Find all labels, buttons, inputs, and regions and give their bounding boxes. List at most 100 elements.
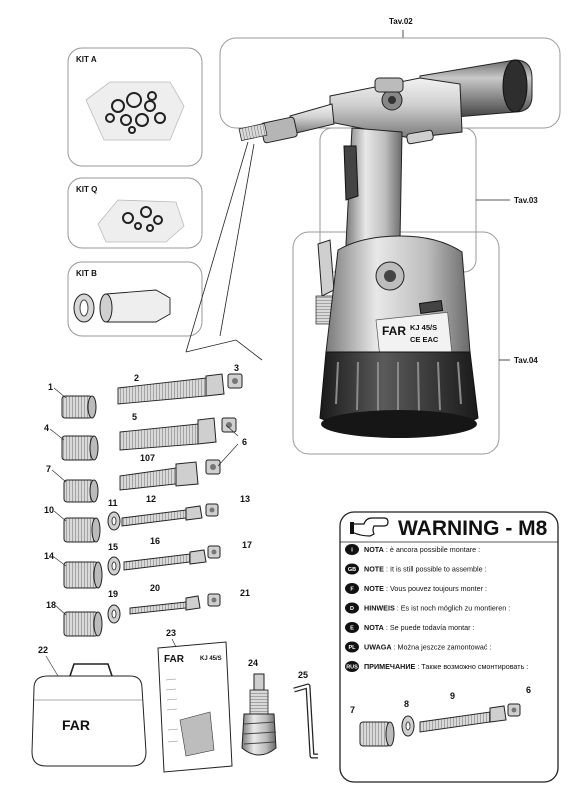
- nut-21: [207, 593, 221, 607]
- parts-grid: FAR FAR KJ 45/S: [31, 373, 318, 773]
- warning-row-text: NOTE: Vous pouvez toujours monter :: [364, 584, 487, 593]
- nut-6a: [221, 417, 237, 433]
- warning-row: RUS ПРИМЕЧАНИЕ: Также возможно смонтирова…: [345, 661, 528, 672]
- spindle-5: [119, 417, 217, 451]
- nut-6b: [205, 459, 221, 475]
- instruction-manual: FAR KJ 45/S: [157, 641, 233, 773]
- warning-part-8: 8: [404, 699, 409, 709]
- part-number-14: 14: [44, 551, 54, 561]
- kit-a-box: KIT A: [67, 47, 203, 167]
- warning-assembly-illustration: [359, 703, 521, 747]
- spindle-16: [123, 549, 207, 571]
- part-number-15: 15: [108, 542, 118, 552]
- language-badge-icon: [345, 544, 359, 555]
- part-number-20: 20: [150, 583, 160, 593]
- warning-row-label: NOTE: [364, 584, 384, 593]
- nosepiece-1: [61, 395, 97, 419]
- tav04-label: Tav.04: [514, 356, 538, 365]
- warning-part-9: 9: [450, 691, 455, 701]
- warning-row-text: NOTA: è ancora possibile montare :: [364, 545, 480, 554]
- nosepiece-4: [61, 435, 99, 461]
- spindle-2: [117, 373, 225, 405]
- language-badge: F: [350, 587, 354, 593]
- part-number-labels: 1 2 3 4 5 6 7 107 10 11 12 13 14 15 16 1…: [38, 363, 308, 680]
- kit-q-box: KIT Q: [67, 177, 203, 249]
- warning-row-message: : It is still possible to assemble :: [386, 565, 487, 574]
- tool-model-label: KJ 45/S: [410, 323, 437, 332]
- warning-row-label: UWAGA: [364, 643, 392, 652]
- warning-row-text: UWAGA: Można jeszcze zamontować :: [364, 643, 491, 652]
- language-badge: PL: [348, 645, 356, 651]
- riveting-tool: FAR KJ 45/S CE EAC: [238, 59, 533, 438]
- language-badge-icon: [345, 641, 359, 653]
- part-number-19: 19: [108, 589, 118, 599]
- part-number-107: 107: [140, 453, 155, 463]
- warning-row-message: : è ancora possibile montare :: [386, 545, 480, 554]
- nut-17: [207, 545, 221, 559]
- kit-b-box: KIT B: [67, 261, 203, 337]
- oil-fill-nipple: [241, 673, 277, 756]
- warning-title: WARNING - M8: [398, 517, 548, 540]
- tav03-label: Tav.03: [514, 196, 538, 205]
- warning-row-label: NOTE: [364, 565, 384, 574]
- warning-row-message: : Es ist noch möglich zu montieren :: [397, 604, 510, 613]
- nut-13: [205, 503, 219, 517]
- kit-b-label: KIT B: [76, 269, 97, 278]
- part-number-4: 4: [44, 423, 49, 433]
- warning-row-label: ПРИМЕЧАНИЕ: [364, 662, 416, 671]
- nosepiece-10: [63, 517, 101, 543]
- part-number-1: 1: [48, 382, 53, 392]
- part-number-25: 25: [298, 670, 308, 680]
- nosepiece-7: [63, 479, 99, 503]
- warning-row: GB NOTE: It is still possible to assemble…: [345, 563, 487, 575]
- kit-a-label: KIT A: [76, 55, 97, 64]
- warning-part-6: 6: [526, 685, 531, 695]
- spindle-12: [121, 505, 203, 527]
- part-number-3: 3: [234, 363, 239, 373]
- warning-row: I NOTA: è ancora possibile montare :: [345, 544, 480, 555]
- language-badge-icon: [345, 622, 359, 633]
- spindle-20: [129, 595, 201, 615]
- warning-row-label: NOTA: [364, 545, 384, 554]
- pointing-hand-icon: [350, 517, 389, 537]
- leader-lines: [185, 141, 263, 361]
- part-number-24: 24: [248, 658, 258, 668]
- warning-row: F NOTE: Vous pouvez toujours monter :: [345, 583, 487, 594]
- language-badge-icon: [345, 583, 359, 594]
- washer-15: [107, 556, 121, 576]
- warning-row-text: ПРИМЕЧАНИЕ: Также возможно смонтировать …: [364, 662, 528, 671]
- case-brand-label: FAR: [62, 717, 90, 733]
- hex-key: [293, 683, 318, 759]
- language-badge: GB: [348, 567, 356, 573]
- part-number-5: 5: [132, 412, 137, 422]
- warning-row-message: : Vous pouvez toujours monter :: [386, 584, 487, 593]
- warning-panel: WARNING - M8 I NOTA: è ancora possibile m…: [339, 511, 559, 783]
- part-number-6: 6: [242, 437, 247, 447]
- language-badge: I: [351, 548, 353, 554]
- part-number-21: 21: [240, 588, 250, 598]
- part-number-10: 10: [44, 505, 54, 515]
- warning-row: E NOTA: Se puede todavía montar :: [345, 622, 475, 633]
- warning-row-message: : Można jeszcze zamontować :: [394, 643, 492, 652]
- part-number-12: 12: [146, 494, 156, 504]
- warning-row-text: NOTA: Se puede todavía montar :: [364, 623, 475, 632]
- language-badge-icon: [345, 661, 359, 672]
- part-number-23: 23: [166, 628, 176, 638]
- part-number-18: 18: [46, 600, 56, 610]
- part-number-2: 2: [134, 373, 139, 383]
- part-number-17: 17: [242, 540, 252, 550]
- language-badge: RUS: [346, 665, 358, 671]
- language-badge: D: [350, 606, 354, 612]
- language-badge: E: [350, 626, 354, 632]
- part-number-13: 13: [240, 494, 250, 504]
- warning-row: PL UWAGA: Można jeszcze zamontować :: [345, 641, 491, 653]
- manual-brand-label: FAR: [164, 654, 185, 665]
- warning-row-label: HINWEIS: [364, 604, 395, 613]
- warning-row-text: HINWEIS: Es ist noch möglich zu montiere…: [364, 604, 510, 613]
- warning-row-text: NOTE: It is still possible to assemble :: [364, 565, 487, 574]
- nut-3: [227, 373, 243, 389]
- manual-model-label: KJ 45/S: [200, 656, 222, 662]
- warning-row: D HINWEIS: Es ist noch möglich zu montier…: [345, 602, 510, 614]
- carrying-case: FAR: [31, 663, 147, 767]
